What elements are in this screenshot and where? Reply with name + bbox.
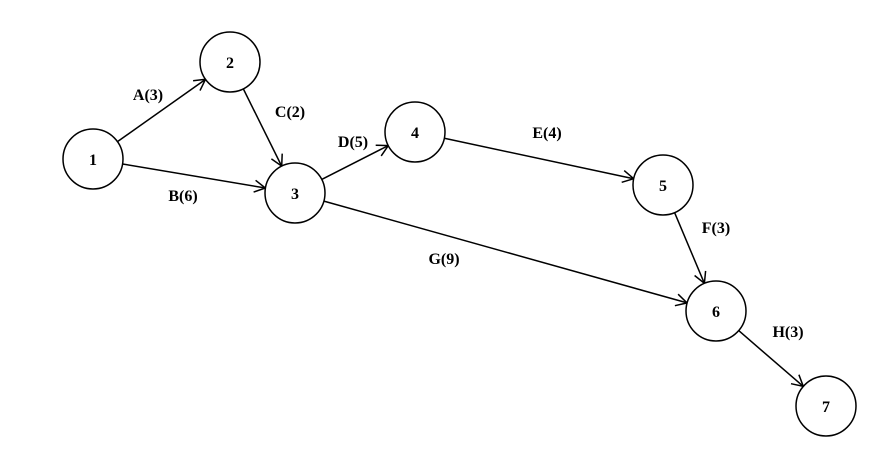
edge-3-4: D(5) [321, 134, 390, 181]
edge-line-3-4 [321, 144, 389, 181]
edge-line-5-6 [673, 212, 706, 284]
node-label-2: 2 [226, 55, 234, 72]
edge-4-5: E(4) [444, 125, 636, 184]
edge-line-1-3 [122, 163, 266, 189]
node-circle-2 [199, 31, 261, 93]
node-label-3: 3 [291, 186, 299, 203]
edge-line-6-7 [738, 330, 804, 387]
node-circle-1 [62, 128, 124, 190]
node-label-4: 4 [411, 125, 419, 142]
edge-label-2-3: C(2) [275, 104, 305, 121]
node-label-5: 5 [659, 178, 667, 195]
edge-line-3-6 [323, 200, 688, 304]
edge-5-6: F(3) [673, 212, 730, 285]
node-circle-3 [264, 162, 326, 224]
node-2: 2 [199, 31, 261, 93]
node-label-1: 1 [89, 152, 97, 169]
edge-label-4-5: E(4) [532, 125, 561, 142]
edge-label-3-4: D(5) [338, 134, 368, 151]
node-circle-4 [384, 101, 446, 163]
edge-layer: A(3) B(6) C(2) D(5) E(4) F(3) G(9) H(3) [117, 78, 805, 388]
edge-line-2-3 [242, 88, 283, 167]
node-4: 4 [384, 101, 446, 163]
edge-1-2: A(3) [117, 78, 207, 143]
node-label-7: 7 [822, 399, 830, 416]
edge-line-1-2 [117, 78, 206, 143]
edge-label-6-7: H(3) [772, 324, 803, 341]
edge-label-1-2: A(3) [133, 87, 163, 104]
edge-label-3-6: G(9) [428, 251, 459, 268]
node-7: 7 [795, 375, 857, 437]
node-1: 1 [62, 128, 124, 190]
edge-6-7: H(3) [738, 324, 805, 388]
node-5: 5 [632, 154, 694, 216]
node-3: 3 [264, 162, 326, 224]
node-6: 6 [685, 280, 747, 342]
node-layer: 1 2 3 4 5 6 7 [62, 31, 857, 437]
edge-label-1-3: B(6) [168, 188, 197, 205]
edge-1-3: B(6) [122, 163, 267, 205]
edge-label-5-6: F(3) [702, 220, 730, 237]
node-circle-7 [795, 375, 857, 437]
node-circle-6 [685, 280, 747, 342]
edge-line-4-5 [444, 137, 634, 180]
edge-3-6: G(9) [323, 200, 689, 307]
node-circle-5 [632, 154, 694, 216]
node-label-6: 6 [712, 304, 720, 321]
edge-2-3: C(2) [242, 88, 305, 168]
